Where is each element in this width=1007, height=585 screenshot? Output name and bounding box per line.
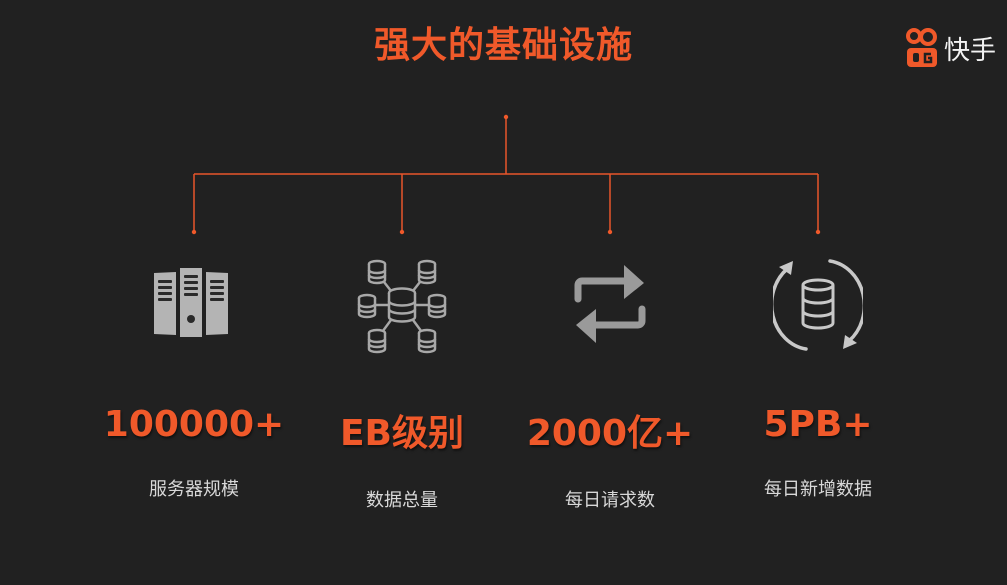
stat-value: 100000+ [103,404,285,445]
stat-server-scale: 100000+ 服务器规模 [89,250,299,501]
stat-value: 2000亿+ [526,413,694,454]
stat-value: EB级别 [339,413,465,454]
slide-title: 强大的基础设施 [373,25,633,66]
brand-name: 快手 [944,35,997,66]
server-rack-icon [154,268,228,337]
brand-logo: 快手 [904,27,996,69]
stat-label: 每日请求数 [565,490,655,511]
database-network-icon [357,259,447,354]
stat-data-total: EB级别 数据总量 [297,250,507,512]
stat-label: 每日新增数据 [764,479,872,500]
database-sync-icon [773,259,863,351]
kuaishou-logo-icon [906,28,937,67]
stat-value: 5PB+ [763,404,873,445]
stat-daily-new-data: 5PB+ 每日新增数据 [713,250,923,501]
repeat-arrows-icon [574,265,646,343]
stat-label: 数据总量 [366,490,438,511]
stat-daily-requests: 2000亿+ 每日请求数 [505,250,715,512]
stat-label: 服务器规模 [149,479,239,500]
